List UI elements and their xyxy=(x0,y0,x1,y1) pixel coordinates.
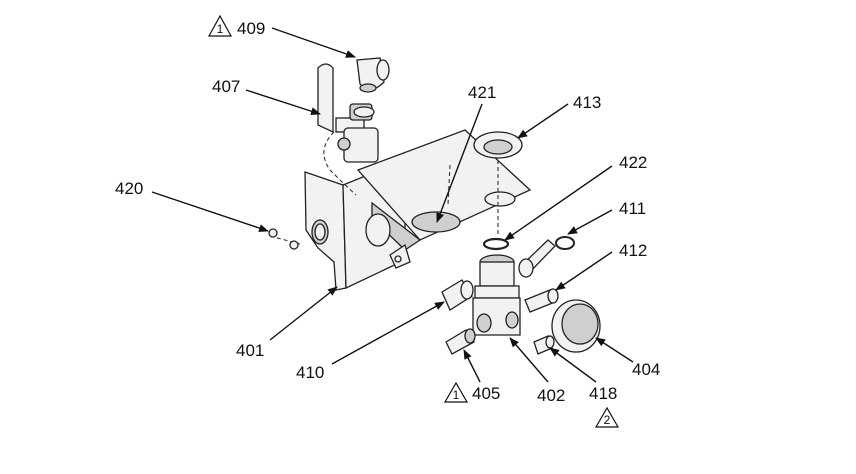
leader-410 xyxy=(331,301,445,365)
leader-404 xyxy=(595,337,634,363)
leader-402 xyxy=(509,337,549,383)
leader-401 xyxy=(269,286,338,341)
o-ring-part xyxy=(482,237,510,251)
note-triangle-icon: 2 xyxy=(594,406,620,428)
callout-420: 420 xyxy=(115,179,143,198)
mounting-bracket-part xyxy=(304,129,532,291)
leader-407 xyxy=(245,89,321,116)
svg-text:2: 2 xyxy=(604,413,611,427)
leader-421 xyxy=(436,103,483,223)
cartridge-part xyxy=(518,236,575,278)
leader-413 xyxy=(517,103,569,139)
callout-411: 411 xyxy=(619,199,646,218)
fitting-418-part xyxy=(533,335,555,355)
callout-422: 422 xyxy=(619,153,647,172)
ball-valve-part xyxy=(317,63,379,163)
callout-labels: 409 407 421 413 422 420 411 412 401 410 … xyxy=(115,19,660,405)
fitting-412-part xyxy=(524,288,559,313)
callout-418: 418 xyxy=(589,384,617,403)
fitting-405-part xyxy=(445,328,476,355)
warning-triangle-icon: 1 xyxy=(207,14,233,37)
leader-405 xyxy=(463,349,481,383)
callout-404: 404 xyxy=(632,360,660,379)
leader-422 xyxy=(504,165,613,241)
elbow-fitting-part xyxy=(356,57,390,93)
callout-412: 412 xyxy=(619,241,647,260)
svg-text:1: 1 xyxy=(453,388,460,402)
gauge-part xyxy=(551,299,601,353)
screws-part xyxy=(268,228,299,250)
leader-lines xyxy=(151,27,634,383)
leader-418 xyxy=(549,347,597,383)
callout-401: 401 xyxy=(236,341,264,360)
leader-411 xyxy=(567,209,613,235)
leader-412 xyxy=(555,251,613,291)
callout-421: 421 xyxy=(468,83,496,102)
warning-triangle-icon: 1 xyxy=(443,381,469,403)
callout-413: 413 xyxy=(573,93,601,112)
ring-part xyxy=(473,131,523,159)
regulator-part xyxy=(472,254,521,336)
leader-409 xyxy=(271,27,356,58)
callout-402: 402 xyxy=(537,386,565,405)
callout-407: 407 xyxy=(212,77,240,96)
svg-text:1: 1 xyxy=(217,22,224,36)
callout-409: 409 xyxy=(237,19,265,38)
callout-405: 405 xyxy=(472,384,500,403)
fitting-410-part xyxy=(441,279,474,311)
leader-420 xyxy=(151,191,269,232)
callout-410: 410 xyxy=(296,363,324,382)
